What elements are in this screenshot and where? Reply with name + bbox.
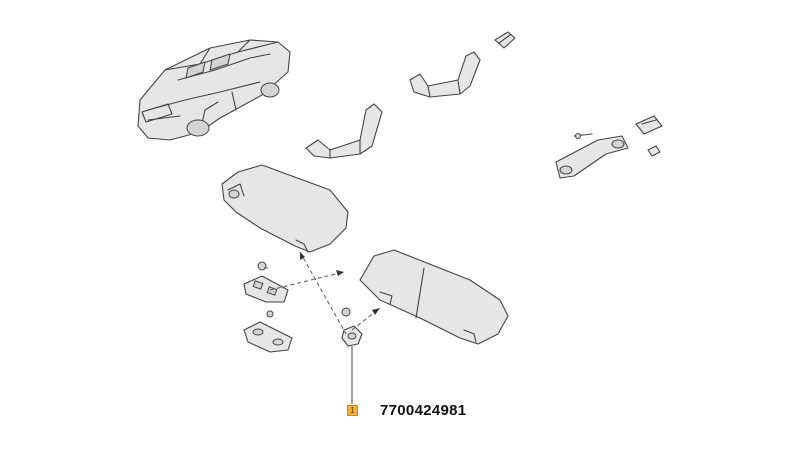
- visor-clip-upper: [243, 261, 289, 303]
- rear-grab-handle: [409, 51, 481, 98]
- part-number-label: 7700424981: [380, 402, 467, 419]
- visor-pivot-mount: [341, 307, 363, 347]
- handle-cap: [494, 31, 516, 49]
- left-sun-visor: [221, 164, 349, 253]
- visor-clip-lower: [243, 310, 293, 353]
- assembly-lines: [262, 251, 381, 335]
- front-grab-handle: [305, 103, 383, 159]
- right-sun-visor: [359, 249, 509, 345]
- side-handle-assembly: [555, 115, 663, 179]
- car-illustration: [137, 39, 291, 141]
- callout-marker[interactable]: 1: [347, 405, 358, 416]
